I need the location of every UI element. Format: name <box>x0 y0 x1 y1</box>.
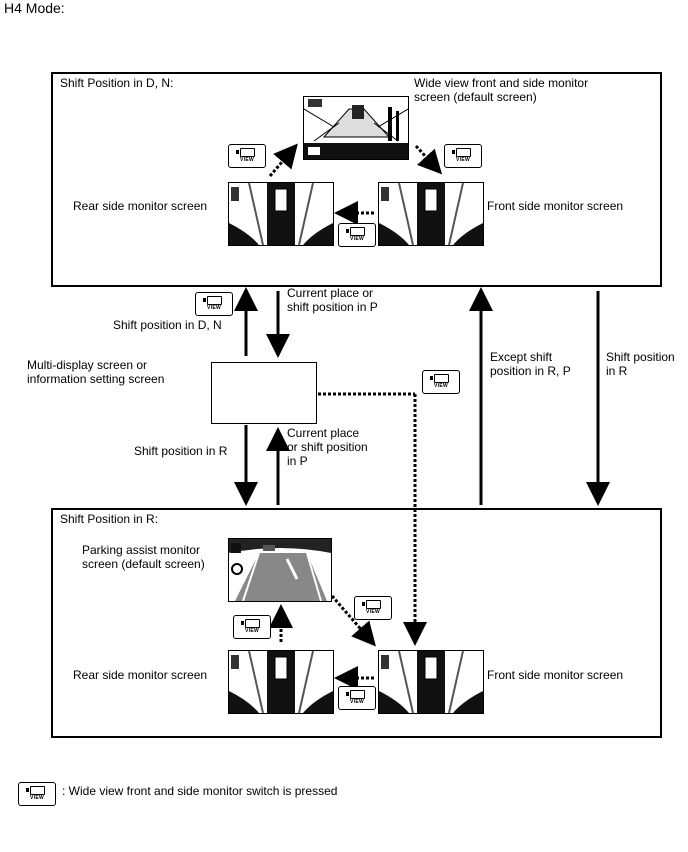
camera-icon <box>26 786 45 795</box>
view-button-label: VIEW <box>245 628 259 634</box>
view-button-label: VIEW <box>240 157 254 163</box>
parking-assist-graphic <box>229 539 331 601</box>
page-title: H4 Mode: <box>4 0 65 16</box>
view-button-bottom-left[interactable]: VIEW <box>233 615 271 639</box>
view-button-label: VIEW <box>456 157 470 163</box>
front-side-label-bottom: Front side monitor screen <box>487 668 624 682</box>
camera-icon <box>241 619 260 628</box>
panel-shift-dn-label: Shift Position in D, N: <box>60 76 174 90</box>
rear-side-graphic-top <box>229 183 333 245</box>
front-side-label-top: Front side monitor screen <box>487 199 624 213</box>
camera-icon <box>346 227 365 236</box>
rear-side-graphic-bottom <box>229 651 333 713</box>
camera-icon <box>346 690 365 699</box>
view-button-between-left[interactable]: VIEW <box>195 292 233 316</box>
view-button-label: VIEW <box>350 236 364 242</box>
front-side-graphic-bottom <box>379 651 483 713</box>
view-button-middle-right[interactable]: VIEW <box>422 370 460 394</box>
view-button-label: VIEW <box>366 609 380 615</box>
wide-view-label: Wide view front and side monitor screen … <box>414 76 589 104</box>
rear-side-screen-bottom <box>228 650 334 714</box>
legend-view-button: VIEW <box>18 782 56 806</box>
panel-shift-dn <box>51 72 662 287</box>
view-button-label: VIEW <box>350 699 364 705</box>
shift-dn-label: Shift position in D, N <box>113 318 222 332</box>
view-button-bottom-right[interactable]: VIEW <box>354 596 392 620</box>
view-button-label: VIEW <box>30 795 44 801</box>
view-button-label: VIEW <box>434 383 448 389</box>
current-place-p-bottom-label: Current place or shift position in P <box>287 426 368 468</box>
legend-text: : Wide view front and side monitor switc… <box>62 784 338 798</box>
view-button-top-left[interactable]: VIEW <box>228 144 266 168</box>
camera-icon <box>203 296 222 305</box>
except-shift-label: Except shift position in R, P <box>490 350 571 378</box>
front-side-screen-top <box>378 182 484 246</box>
multi-display-label: Multi-display screen or information sett… <box>27 358 165 386</box>
view-button-bottom-middle[interactable]: VIEW <box>338 686 376 710</box>
shift-r-right-label: Shift position in R <box>606 350 675 378</box>
view-button-top-right[interactable]: VIEW <box>444 144 482 168</box>
front-side-graphic-top <box>379 183 483 245</box>
wide-view-screen <box>303 96 409 160</box>
camera-icon <box>452 148 471 157</box>
front-side-screen-bottom <box>378 650 484 714</box>
parking-assist-label: Parking assist monitor screen (default s… <box>82 543 205 571</box>
rear-side-label-bottom: Rear side monitor screen <box>73 668 208 682</box>
camera-icon <box>430 374 449 383</box>
shift-r-left-label: Shift position in R <box>134 444 228 458</box>
wide-view-screen-graphic <box>304 97 408 159</box>
current-place-p-top-label: Current place or shift position in P <box>287 286 378 314</box>
view-button-label: VIEW <box>207 305 221 311</box>
parking-assist-screen <box>228 538 332 602</box>
camera-icon <box>236 148 255 157</box>
multi-display-screen <box>211 362 317 424</box>
camera-icon <box>362 600 381 609</box>
rear-side-screen-top <box>228 182 334 246</box>
rear-side-label-top: Rear side monitor screen <box>73 199 208 213</box>
view-button-top-middle[interactable]: VIEW <box>338 223 376 247</box>
panel-shift-r-label: Shift Position in R: <box>60 512 159 526</box>
